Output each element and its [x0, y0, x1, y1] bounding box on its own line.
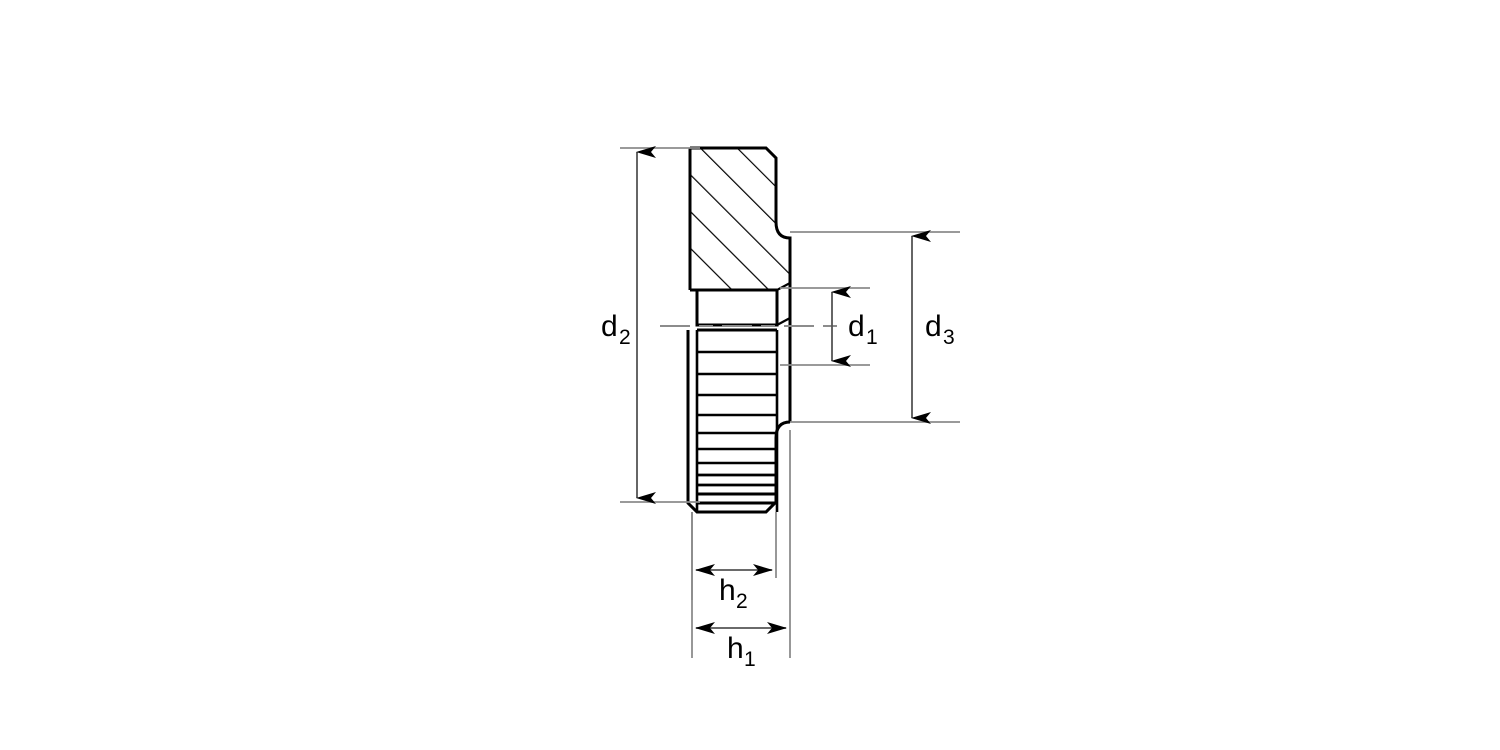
- dimension-label-d1-subscript: 1: [866, 326, 878, 349]
- counterbore-outline: [695, 290, 779, 327]
- dimension-label-h1-subscript: 1: [744, 648, 756, 671]
- dimension-labels: d 2 d 3 d 1 h 2 h 1: [601, 310, 955, 671]
- dimension-label-d1-letter: d: [848, 310, 865, 343]
- extension-lines: [620, 147, 960, 658]
- dimension-label-d3-subscript: 3: [943, 326, 955, 349]
- dimension-lines: [636, 146, 931, 634]
- head-outer-profile-upper: [690, 146, 792, 290]
- dimension-label-d3-letter: d: [925, 310, 942, 343]
- knurl-serrations: [697, 350, 777, 505]
- bore-step-lower-edge: [776, 317, 791, 326]
- bore-step-upper-edge: [776, 282, 791, 291]
- dimension-label-d2-subscript: 2: [619, 326, 631, 349]
- dimension-label-h2-letter: h: [719, 574, 736, 607]
- dimension-label-h1-letter: h: [727, 632, 744, 665]
- section-hatching: [690, 148, 790, 290]
- dimension-label-h2-subscript: 2: [736, 590, 748, 613]
- part-cross-section: [660, 146, 845, 514]
- dimension-label-d2-letter: d: [601, 310, 618, 343]
